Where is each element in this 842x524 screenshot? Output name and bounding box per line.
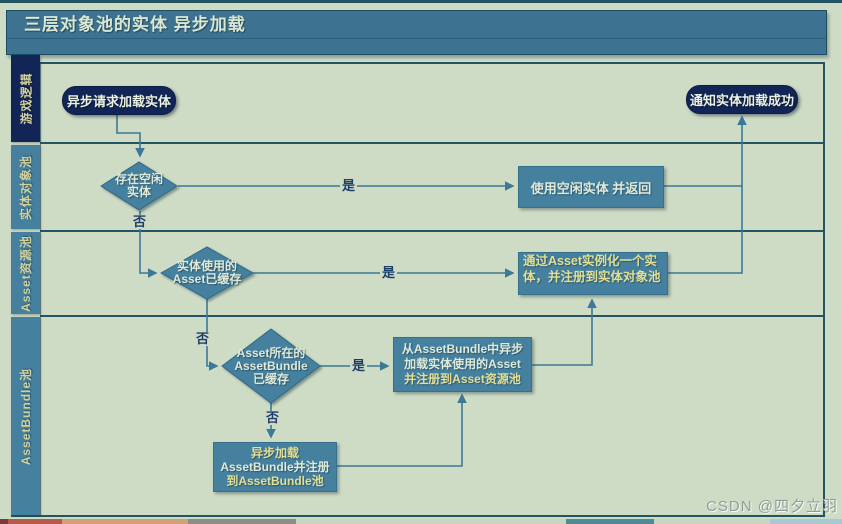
process-line: 加载实体使用的Asset	[404, 357, 521, 371]
decision-line: AssetBundle	[234, 358, 308, 373]
start-node: 异步请求加载实体	[62, 86, 176, 115]
lane-border-right	[823, 62, 825, 517]
decision-line: 存在空闲	[114, 172, 163, 186]
page-title: 三层对象池的实体 异步加载	[7, 11, 826, 39]
lane-label-divider	[40, 62, 41, 515]
edge-label-yes-2: 是	[380, 265, 398, 280]
edge-d1-no	[139, 211, 158, 278]
decision-line: 已缓存	[252, 371, 289, 386]
decision-asset-cached-shape	[159, 246, 255, 300]
decision-idle-entity-shape	[100, 161, 178, 211]
end-node-label: 通知实体加载成功	[689, 93, 794, 108]
process-line: 异步加载	[250, 446, 299, 460]
process-line: 从AssetBundle中异步	[401, 342, 524, 356]
process-use-idle-entity: 使用空闲实体 并返回	[518, 166, 664, 208]
bottom-window-strip	[0, 519, 842, 524]
edge-start-to-d1	[116, 113, 145, 158]
decision-line: 实体使用的	[176, 259, 237, 273]
edge-label-no-1: 否	[131, 214, 149, 229]
process-load-asset: 从AssetBundle中异步 加载实体使用的Asset 并注册到Asset资源…	[393, 337, 532, 392]
lane-border-top	[40, 62, 825, 64]
process-line: AssetBundle并注册	[220, 460, 330, 474]
decision-asset-cached-label: 实体使用的 Asset已缓存	[155, 258, 259, 288]
process-instantiate-entity: 通过Asset实例化一个实体，并注册到实体对象池	[518, 252, 668, 295]
lane-border-bottom	[11, 515, 825, 517]
edge-label-yes-3: 是	[350, 358, 368, 373]
edge-loadbundle-to-loadasset	[335, 393, 467, 467]
lane-label-entity-pool: 实体对象池	[11, 145, 40, 229]
lane-label-assetbundle-pool: AssetBundle池	[11, 317, 40, 515]
edge-instantiate-to-end	[667, 115, 747, 274]
lane-separator-2	[40, 230, 825, 232]
process-line: 并注册到Asset资源池	[404, 372, 521, 386]
lane-separator-3	[40, 315, 825, 317]
decision-line: 实体	[126, 185, 151, 199]
process-label: 通过Asset实例化一个实体，并注册到实体对象池	[523, 254, 661, 284]
decision-line: Asset所在的	[236, 345, 306, 360]
decision-bundle-cached-shape	[221, 328, 321, 404]
diagram-header: 三层对象池的实体 异步加载	[6, 10, 827, 55]
decision-idle-entity-label: 存在空闲 实体	[99, 167, 179, 205]
process-line: 到AssetBundle池	[226, 474, 324, 488]
top-window-strip	[0, 0, 842, 3]
start-node-label: 异步请求加载实体	[66, 94, 171, 109]
edge-loadasset-to-instantiate	[530, 298, 597, 366]
process-label: 使用空闲实体 并返回	[530, 180, 652, 196]
lane-label-game-logic: 游戏逻辑	[11, 55, 40, 142]
end-node: 通知实体加载成功	[686, 85, 798, 114]
edge-d2-no	[206, 299, 219, 371]
lane-separator-1	[40, 142, 825, 144]
csdn-watermark: CSDN @四夕立羽	[706, 498, 838, 515]
edge-label-no-2: 否	[194, 331, 212, 346]
decision-line: Asset已缓存	[172, 272, 242, 286]
decision-bundle-cached-label: Asset所在的 AssetBundle 已缓存	[219, 345, 323, 387]
lane-label-asset-pool: Asset资源池	[11, 232, 40, 314]
edge-label-yes-1: 是	[340, 178, 358, 193]
process-load-assetbundle: 异步加载 AssetBundle并注册 到AssetBundle池	[213, 442, 337, 492]
edge-label-no-3: 否	[264, 410, 282, 425]
